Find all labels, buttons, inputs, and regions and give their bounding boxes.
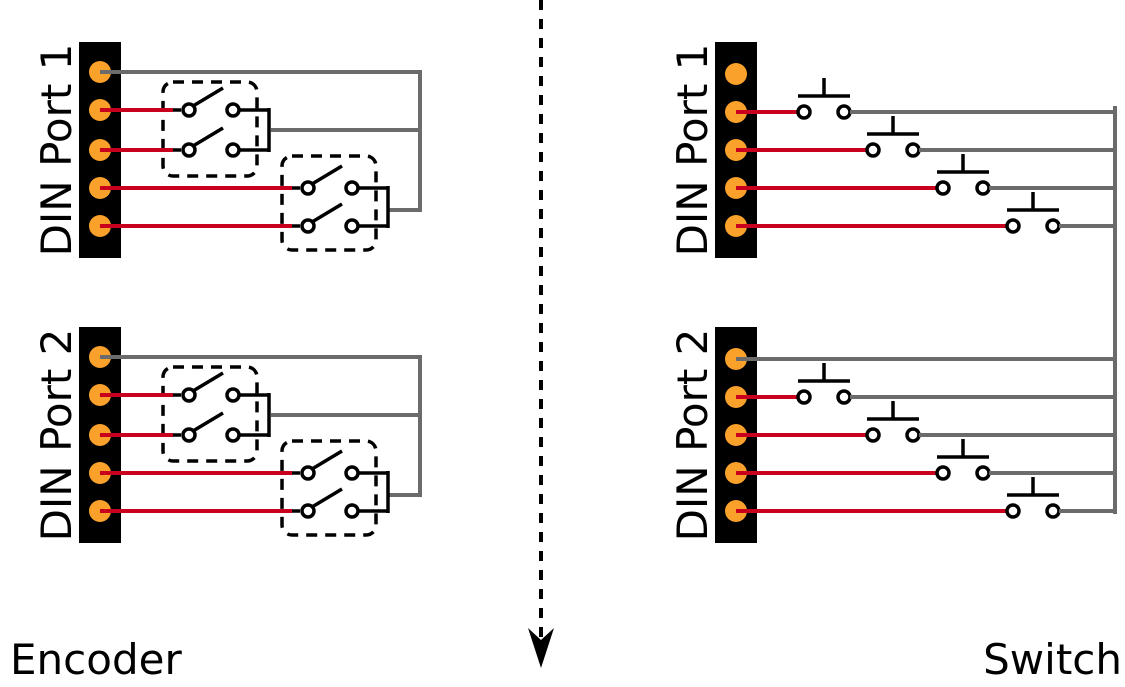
pushbutton [736, 401, 1115, 443]
connector-pin [725, 63, 747, 85]
switch-contact [225, 427, 241, 443]
common-wire [100, 70, 422, 212]
switch-contact [796, 389, 812, 405]
switch-contact [300, 503, 316, 519]
switch-lever [311, 449, 343, 471]
switch-contact [225, 102, 241, 118]
switch-lever [192, 126, 224, 148]
divider-arrow [528, 0, 554, 668]
switch-lever [192, 411, 224, 433]
port-label: DIN Port 1 [668, 44, 717, 257]
switch-contact [905, 142, 921, 158]
pushbutton [736, 363, 1115, 405]
switch-contact [225, 387, 241, 403]
switch-contact [975, 180, 991, 196]
switch-label: Switch [983, 635, 1122, 684]
port-label: DIN Port 2 [668, 329, 717, 542]
switch-contact [181, 142, 197, 158]
encoder-section: DIN Port 1 DIN Port 2 [32, 42, 422, 543]
switch-contact [1005, 218, 1021, 234]
encoder-dual-switch [100, 365, 420, 463]
switch-contact [905, 427, 921, 443]
switch-contact [225, 142, 241, 158]
switch-contact [181, 427, 197, 443]
switch-lever [311, 202, 343, 224]
din-connector: DIN Port 1 [668, 42, 757, 258]
switch-lever [311, 487, 343, 509]
pushbutton [736, 154, 1115, 196]
encoder-label: Encoder [10, 635, 182, 684]
switch-contact [1045, 218, 1061, 234]
common-wire [100, 355, 422, 497]
encoder-dual-switch [100, 154, 390, 252]
switch-contact [344, 180, 360, 196]
switch-lever [192, 371, 224, 393]
pushbutton [736, 116, 1115, 158]
switch-contact [935, 180, 951, 196]
switch-housing [161, 80, 259, 178]
switch-contact [836, 389, 852, 405]
switch-section: DIN Port 1 DIN Port 2 [668, 42, 1117, 543]
encoder-dual-switch [100, 80, 420, 178]
pushbutton [736, 477, 1115, 519]
switch-contact [1045, 503, 1061, 519]
switch-contact [865, 142, 881, 158]
switch-housing [280, 154, 378, 252]
switch-contact [344, 465, 360, 481]
switch-lever [311, 164, 343, 186]
pushbutton [736, 439, 1115, 481]
switch-housing [280, 439, 378, 537]
switch-contact [865, 427, 881, 443]
switch-contact [975, 465, 991, 481]
switch-contact [300, 465, 316, 481]
switch-housing [161, 365, 259, 463]
encoder-dual-switch [100, 439, 390, 537]
switch-contact [300, 180, 316, 196]
switch-contact [181, 387, 197, 403]
switch-contact [1005, 503, 1021, 519]
switch-contact [796, 104, 812, 120]
port-label: DIN Port 1 [32, 44, 81, 257]
pushbutton [736, 192, 1115, 234]
switch-contact [344, 503, 360, 519]
pushbutton [736, 78, 1115, 120]
switch-contact [935, 465, 951, 481]
switch-contact [181, 102, 197, 118]
port-label: DIN Port 2 [32, 329, 81, 542]
switch-contact [300, 218, 316, 234]
switch-contact [836, 104, 852, 120]
switch-lever [192, 86, 224, 108]
switch-contact [344, 218, 360, 234]
